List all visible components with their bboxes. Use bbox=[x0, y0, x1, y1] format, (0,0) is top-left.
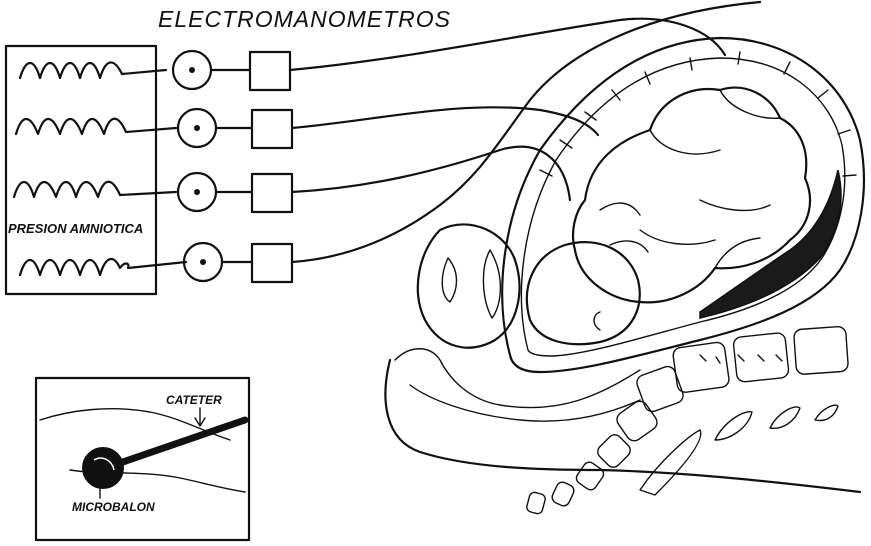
pressure-trace-3 bbox=[14, 182, 176, 197]
diagram-title: ELECTROMANOMETROS bbox=[158, 6, 451, 32]
transducer-2 bbox=[252, 110, 292, 148]
microballoon-label: MICROBALON bbox=[72, 500, 155, 514]
pelvic-bone-1 bbox=[640, 430, 701, 495]
pressure-trace-4 bbox=[20, 259, 186, 275]
placenta bbox=[700, 170, 841, 318]
pressure-traces bbox=[14, 62, 186, 275]
catheter-inset: CATETER MICROBALON bbox=[36, 378, 249, 540]
recorder-label: PRESION AMNIOTICA bbox=[8, 221, 143, 236]
transducer-4 bbox=[252, 244, 292, 282]
manometer-channels bbox=[173, 51, 292, 282]
pressure-trace-1 bbox=[20, 62, 166, 78]
spine-vertebrae bbox=[526, 326, 849, 515]
transducer-3 bbox=[252, 174, 292, 212]
uterine-wall-inner bbox=[521, 58, 844, 356]
catheter-tube bbox=[120, 420, 245, 463]
pressure-recorder: PRESION AMNIOTICA bbox=[6, 46, 156, 294]
pressure-trace-2 bbox=[16, 119, 176, 134]
transducer-1 bbox=[250, 52, 290, 90]
catheter-label: CATETER bbox=[166, 393, 222, 407]
fetus-head bbox=[527, 242, 640, 344]
catheter-line-2 bbox=[292, 107, 598, 135]
